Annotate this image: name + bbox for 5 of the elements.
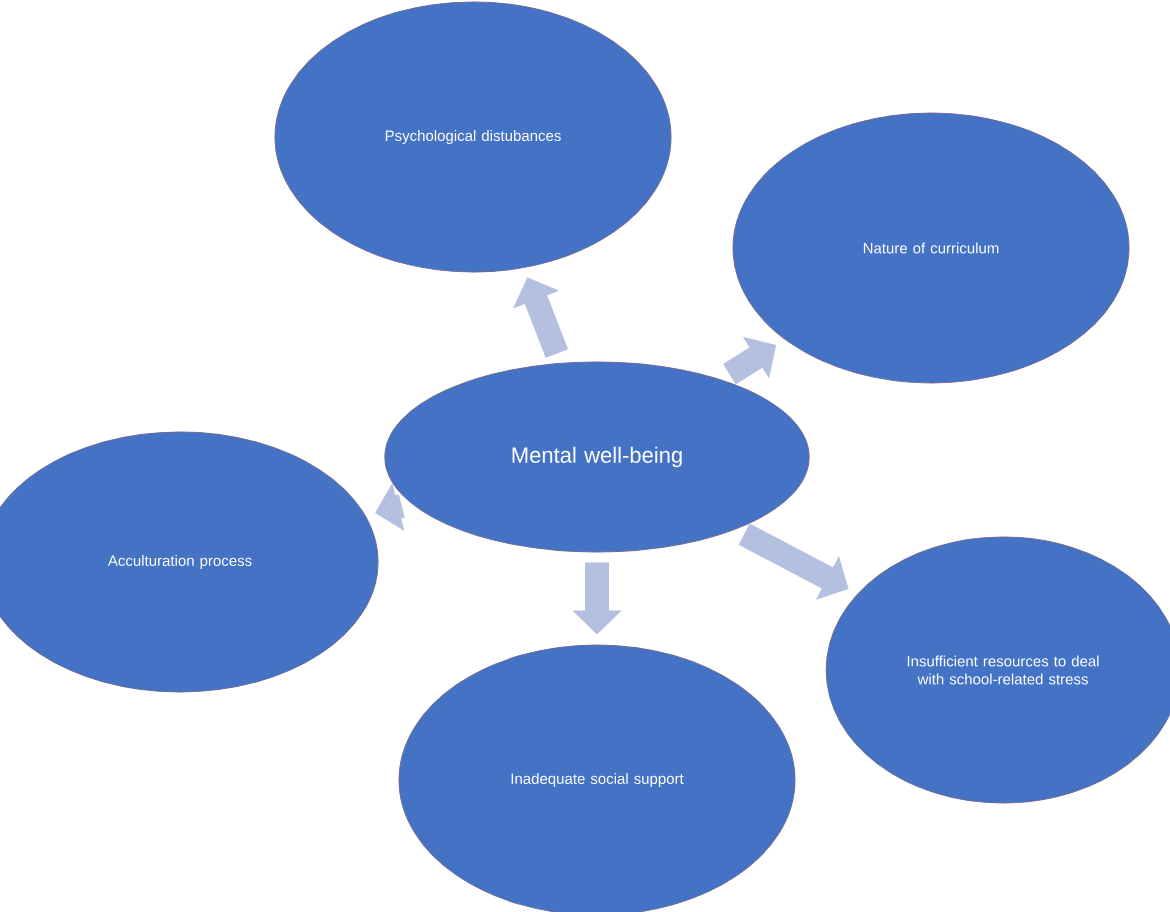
ellipse-node: Mental well-being <box>384 361 810 553</box>
ellipse-node: Insufficient resources to deal with school-related stress <box>825 536 1170 804</box>
ellipse-node: Psychological distubances <box>274 1 672 273</box>
ellipse-node: Nature of curriculum <box>732 112 1130 384</box>
ellipse-node: Inadequate social support <box>398 644 796 912</box>
